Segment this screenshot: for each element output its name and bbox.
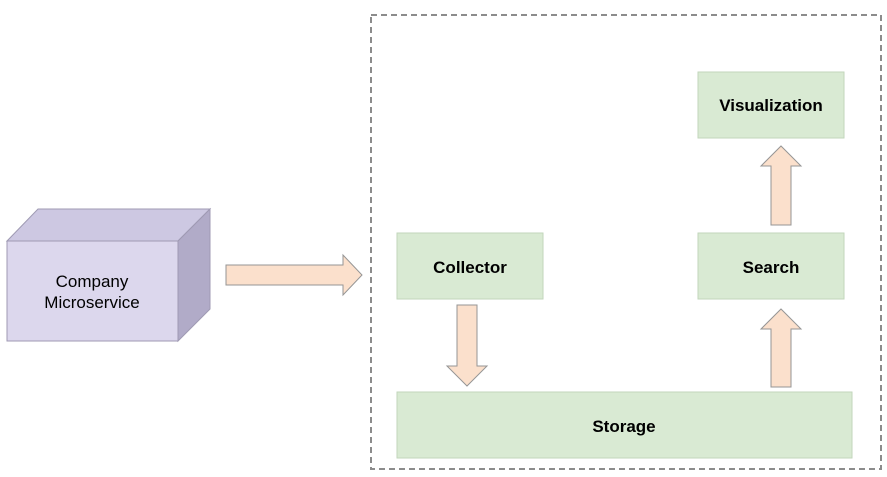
search-label: Search [743,258,800,277]
microservice-label-line1: Company [56,272,129,291]
search-node: Search [697,232,845,300]
visualization-box [697,71,845,139]
visualization-node: Visualization [697,71,845,139]
microservice-label-line2: Microservice [44,293,139,312]
arrow-up-search-to-visualization [759,145,803,226]
collector-box [396,232,544,300]
collector-label: Collector [433,258,507,277]
microservice-cube: Company Microservice [5,207,212,343]
storage-node: Storage [396,391,853,459]
cube-front-face [6,240,179,342]
arrow-up-storage-to-search [759,308,803,388]
system-boundary [370,14,882,470]
search-box [697,232,845,300]
arrow-right [225,253,363,297]
storage-label: Storage [592,417,655,436]
arrow-down [445,304,489,387]
visualization-label: Visualization [719,96,823,115]
cube-top-face [5,208,212,242]
collector-node: Collector [396,232,544,300]
storage-box [396,391,853,459]
